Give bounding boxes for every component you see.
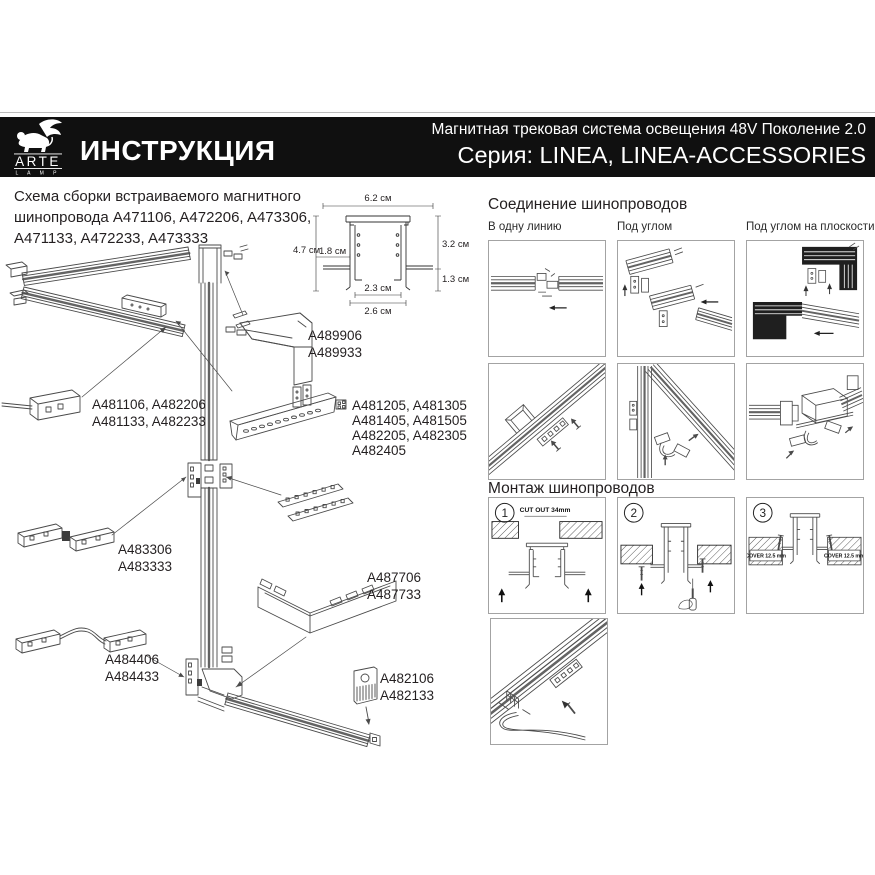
winged-lion-icon: ARTE L A M P (14, 119, 62, 177)
feed-install-box (490, 618, 608, 745)
cutout-label: CUT OUT 34mm (520, 507, 571, 514)
dim-inner-bottom: 2.3 см (364, 283, 391, 294)
cover-label-right: COVER 12.5 mm (824, 553, 863, 559)
connection-box-inline-install (488, 363, 606, 480)
assembly-diagram (1, 244, 397, 748)
step-number-2: 2 (630, 507, 637, 520)
assembly-title: Схема сборки встраиваемого магнитного ши… (14, 188, 312, 247)
dim-inner-left: 1.8 см (319, 246, 346, 257)
doc-title: ИНСТРУКЦИЯ (80, 135, 276, 166)
step-number-1: 1 (501, 507, 508, 520)
cover-label-left: COVER 12.5 mm (747, 553, 786, 559)
arte-lamp-logo: ARTE L A M P (8, 118, 68, 177)
dim-right-bottom: 1.3 см (442, 274, 469, 285)
connection-box-inline (488, 240, 606, 357)
column-header-angle-plane: Под углом на плоскости (746, 221, 875, 233)
header-series-line: Серия: LINEA, LINEA-ACCESSORIES (457, 142, 866, 168)
brand-sub: L A M P (15, 171, 60, 177)
connections-title: Соединение шинопроводов (488, 196, 688, 213)
header-bar: ARTE L A M P ИНСТРУКЦИЯ Магнитная треков… (0, 117, 875, 177)
connection-box-angle (617, 240, 735, 357)
column-header-inline: В одну линию (488, 221, 562, 233)
dim-left: 4.7 см (293, 245, 320, 256)
cross-section-diagram: 6.2 см 4.7 см 1.8 см 3.2 см 1.3 см 2.3 с… (293, 193, 469, 317)
mounting-title: Монтаж шинопроводов (488, 480, 655, 497)
mounting-step-2: 2 (617, 497, 735, 614)
step-number-3: 3 (759, 507, 766, 520)
dim-right-top: 3.2 см (442, 239, 469, 250)
brand-name: ARTE (15, 154, 61, 169)
mounting-step-1: 1 CUT OUT 34mm (488, 497, 606, 614)
column-header-angle: Под углом (617, 221, 673, 233)
dim-top: 6.2 см (364, 193, 391, 204)
mounting-step-3: 3 COVER 12.5 mm COVER 12.5 mm (746, 497, 864, 614)
top-rule (0, 112, 875, 113)
connection-box-angle-plane-install (746, 363, 864, 480)
connection-box-angle-install (617, 363, 735, 480)
connection-box-angle-plane (746, 240, 864, 357)
header-product-line: Магнитная трековая система освещения 48V… (431, 121, 866, 138)
dim-bottom: 2.6 см (364, 306, 391, 317)
